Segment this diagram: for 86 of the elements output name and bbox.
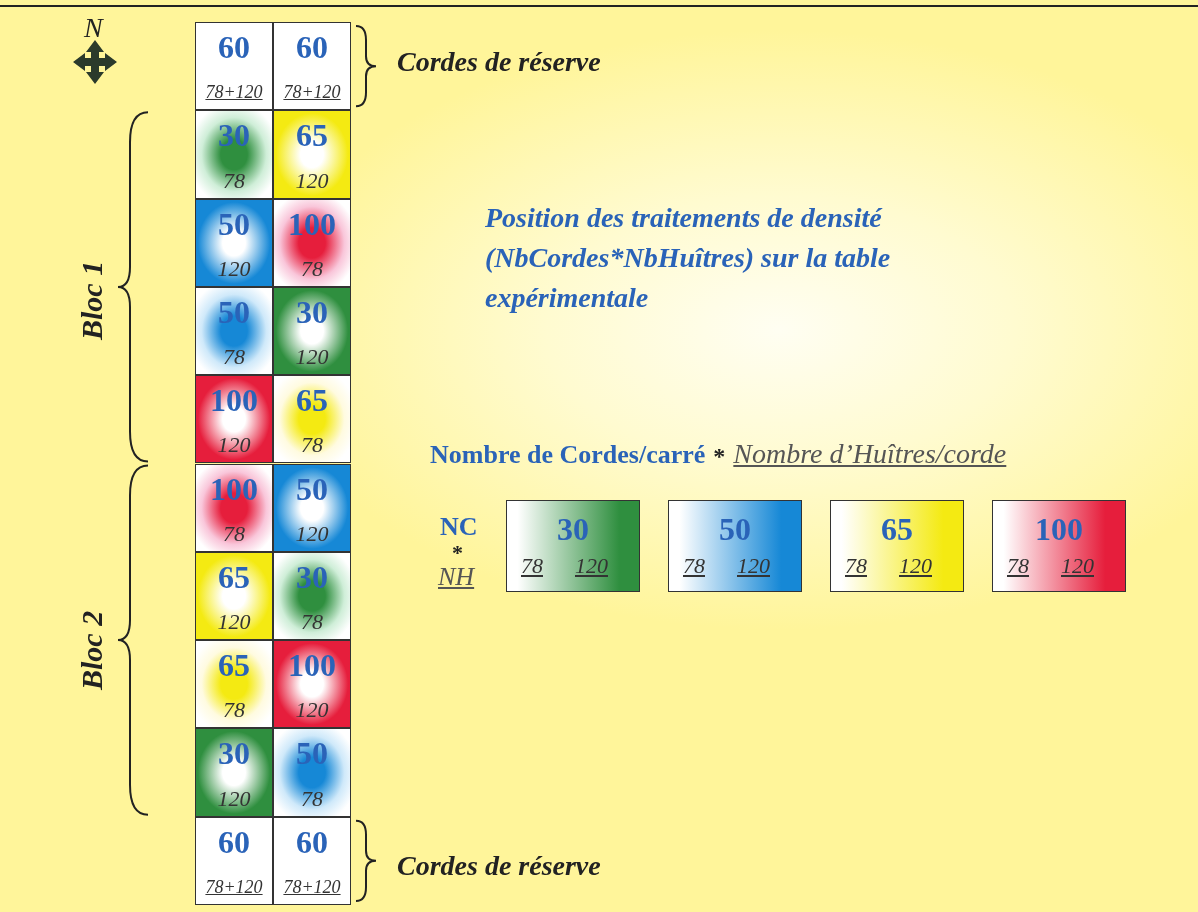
oyster-count: 120 xyxy=(294,344,330,371)
oyster-count: 78 xyxy=(222,167,246,194)
density-number: 30 xyxy=(556,511,590,547)
oyster-count: 78 xyxy=(222,344,246,371)
annotation-text: Cordes de réserve xyxy=(397,850,601,882)
density-number: 30 xyxy=(295,293,329,330)
plot-cell xyxy=(195,640,273,729)
plot-cell xyxy=(273,286,351,376)
axis-abbreviation: NC xyxy=(440,512,478,542)
density-number: 100 xyxy=(1034,511,1084,547)
legend-heading: Nombre d’Huîtres/corde xyxy=(733,438,1007,470)
oyster-count: 120 xyxy=(899,553,932,579)
plot-cell xyxy=(195,728,273,817)
oyster-count: 78 xyxy=(683,553,705,579)
plot-cell xyxy=(273,728,351,817)
oyster-count: 120 xyxy=(294,167,330,194)
density-number: 50 xyxy=(295,470,329,507)
plot-cell xyxy=(273,22,351,111)
plot-cell xyxy=(273,375,351,464)
plot-cell xyxy=(195,551,273,641)
oyster-count: 78 xyxy=(521,553,543,579)
density-number: 50 xyxy=(295,735,329,772)
oyster-count: 120 xyxy=(737,553,770,579)
density-number: 30 xyxy=(295,558,329,595)
oyster-count: 120 xyxy=(294,520,330,547)
legend-square xyxy=(992,500,1126,592)
density-number: 100 xyxy=(287,205,337,242)
legend-square xyxy=(830,500,964,592)
oyster-count: 78 xyxy=(300,432,324,459)
plot-cell xyxy=(273,463,351,552)
plot-cell xyxy=(273,198,351,287)
density-number: 60 xyxy=(217,29,251,65)
density-number: 50 xyxy=(217,205,251,242)
density-number: 60 xyxy=(295,823,329,860)
density-number: 65 xyxy=(295,117,329,154)
legend-square xyxy=(668,500,802,592)
plot-cell xyxy=(195,22,273,111)
oyster-count: 78 xyxy=(300,255,324,282)
plot-cell xyxy=(195,816,273,905)
oyster-count: 120 xyxy=(294,697,330,724)
oyster-count: 78+120 xyxy=(282,81,342,105)
oyster-count: 78+120 xyxy=(282,876,342,899)
density-number: 65 xyxy=(295,382,329,419)
annotation-text: Cordes de réserve xyxy=(397,46,601,78)
oyster-count: 120 xyxy=(1061,553,1094,579)
oyster-count: 78 xyxy=(300,785,324,812)
density-number: 65 xyxy=(217,647,251,684)
density-number: 60 xyxy=(295,29,329,65)
density-number: 65 xyxy=(880,511,914,547)
oyster-count: 120 xyxy=(216,609,252,636)
plot-cell xyxy=(273,640,351,729)
plot-cell xyxy=(195,286,273,376)
plot-cell xyxy=(195,375,273,464)
oyster-count: 120 xyxy=(216,785,252,812)
oyster-count: 78 xyxy=(222,520,246,547)
oyster-count: 120 xyxy=(216,255,252,282)
plot-cell xyxy=(195,198,273,287)
plot-cell xyxy=(195,110,273,199)
oyster-count: 78+120 xyxy=(204,81,264,105)
asterisk-text: * xyxy=(713,442,726,470)
density-number: 65 xyxy=(217,558,251,595)
density-number: 100 xyxy=(287,647,337,684)
oyster-count: 78 xyxy=(845,553,867,579)
density-number: 100 xyxy=(209,470,259,507)
density-number: 30 xyxy=(217,735,251,772)
oyster-count: 120 xyxy=(216,432,252,459)
density-number: 50 xyxy=(718,511,752,547)
oyster-count: 78 xyxy=(1007,553,1029,579)
plot-cell xyxy=(273,551,351,641)
oyster-count: 78 xyxy=(222,697,246,724)
legend-heading: Nombre de Cordes/carré xyxy=(430,440,706,470)
density-number: 50 xyxy=(217,293,251,330)
compass-letter: N xyxy=(84,12,103,44)
legend-square xyxy=(506,500,640,592)
plot-cell xyxy=(195,463,273,552)
density-number: 30 xyxy=(217,117,251,154)
density-number: 60 xyxy=(217,823,251,860)
oyster-count: 120 xyxy=(575,553,608,579)
plot-cell xyxy=(273,110,351,199)
oyster-count: 78 xyxy=(300,609,324,636)
block-label: Bloc 1 xyxy=(75,260,109,340)
density-number: 100 xyxy=(209,382,259,419)
oyster-count: 78+120 xyxy=(204,876,264,899)
title-text: Position des traitements de densité (NbCordes*NbHuîtres) sur la table expérimentale xyxy=(485,201,892,315)
plot-cell xyxy=(273,816,351,905)
block-label: Bloc 2 xyxy=(75,610,109,690)
